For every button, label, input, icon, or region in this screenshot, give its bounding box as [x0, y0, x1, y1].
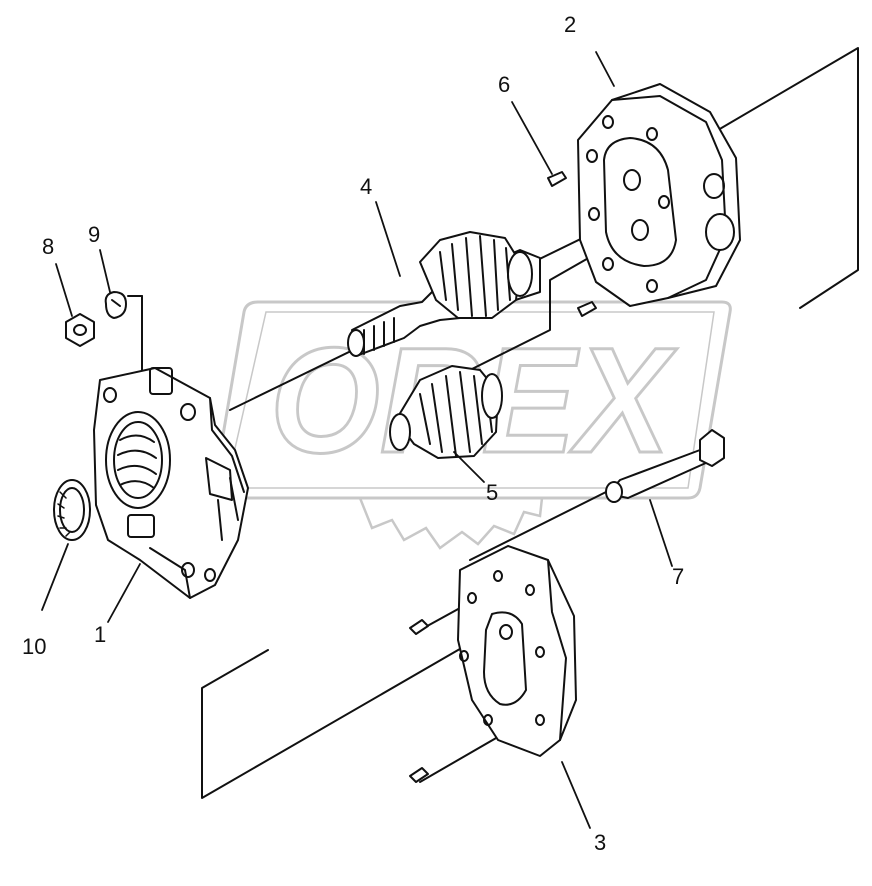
callout-9: 9 [88, 222, 101, 247]
callout-7: 7 [672, 564, 685, 589]
washer [104, 291, 127, 319]
drive-shaft-gear [347, 231, 541, 357]
nut [65, 313, 95, 347]
leader-4 [375, 201, 401, 277]
leader-7 [649, 499, 673, 567]
watermark-frame [212, 300, 732, 500]
leader-5 [453, 451, 485, 483]
top-right-bracket [717, 47, 859, 309]
bolt [605, 429, 725, 503]
oil-seal [53, 479, 91, 541]
callout-10: 10 [22, 634, 47, 659]
callout-6: 6 [498, 72, 511, 97]
driven-gear [389, 365, 503, 459]
leader-1 [107, 563, 141, 623]
leader-6 [511, 101, 553, 175]
dowel-pins-upper [547, 171, 597, 317]
leader-9 [99, 249, 111, 293]
dowel-line-lower [419, 729, 511, 783]
leader-10 [41, 543, 69, 611]
callout-1: 1 [94, 622, 107, 647]
dowel-pins-lower [409, 619, 429, 783]
rear-cover-plate [457, 545, 577, 757]
leader-lines [41, 51, 673, 829]
watermark-frame-inner [225, 311, 715, 489]
callout-5: 5 [486, 480, 499, 505]
gear-case [577, 83, 741, 307]
bottom-left-bracket [201, 619, 511, 799]
leader-8 [55, 263, 73, 317]
callout-4: 4 [360, 174, 373, 199]
center-lines [127, 47, 859, 799]
watermark-gear [358, 497, 544, 550]
callout-3: 3 [594, 830, 607, 855]
gear-link-line [469, 239, 621, 371]
leader-3 [561, 761, 591, 829]
callout-2: 2 [564, 12, 577, 37]
assembly [41, 47, 859, 829]
leader-2 [595, 51, 615, 87]
callout-8: 8 [42, 234, 55, 259]
front-cover-housing [93, 367, 249, 599]
bolt-axis-line [469, 489, 611, 561]
